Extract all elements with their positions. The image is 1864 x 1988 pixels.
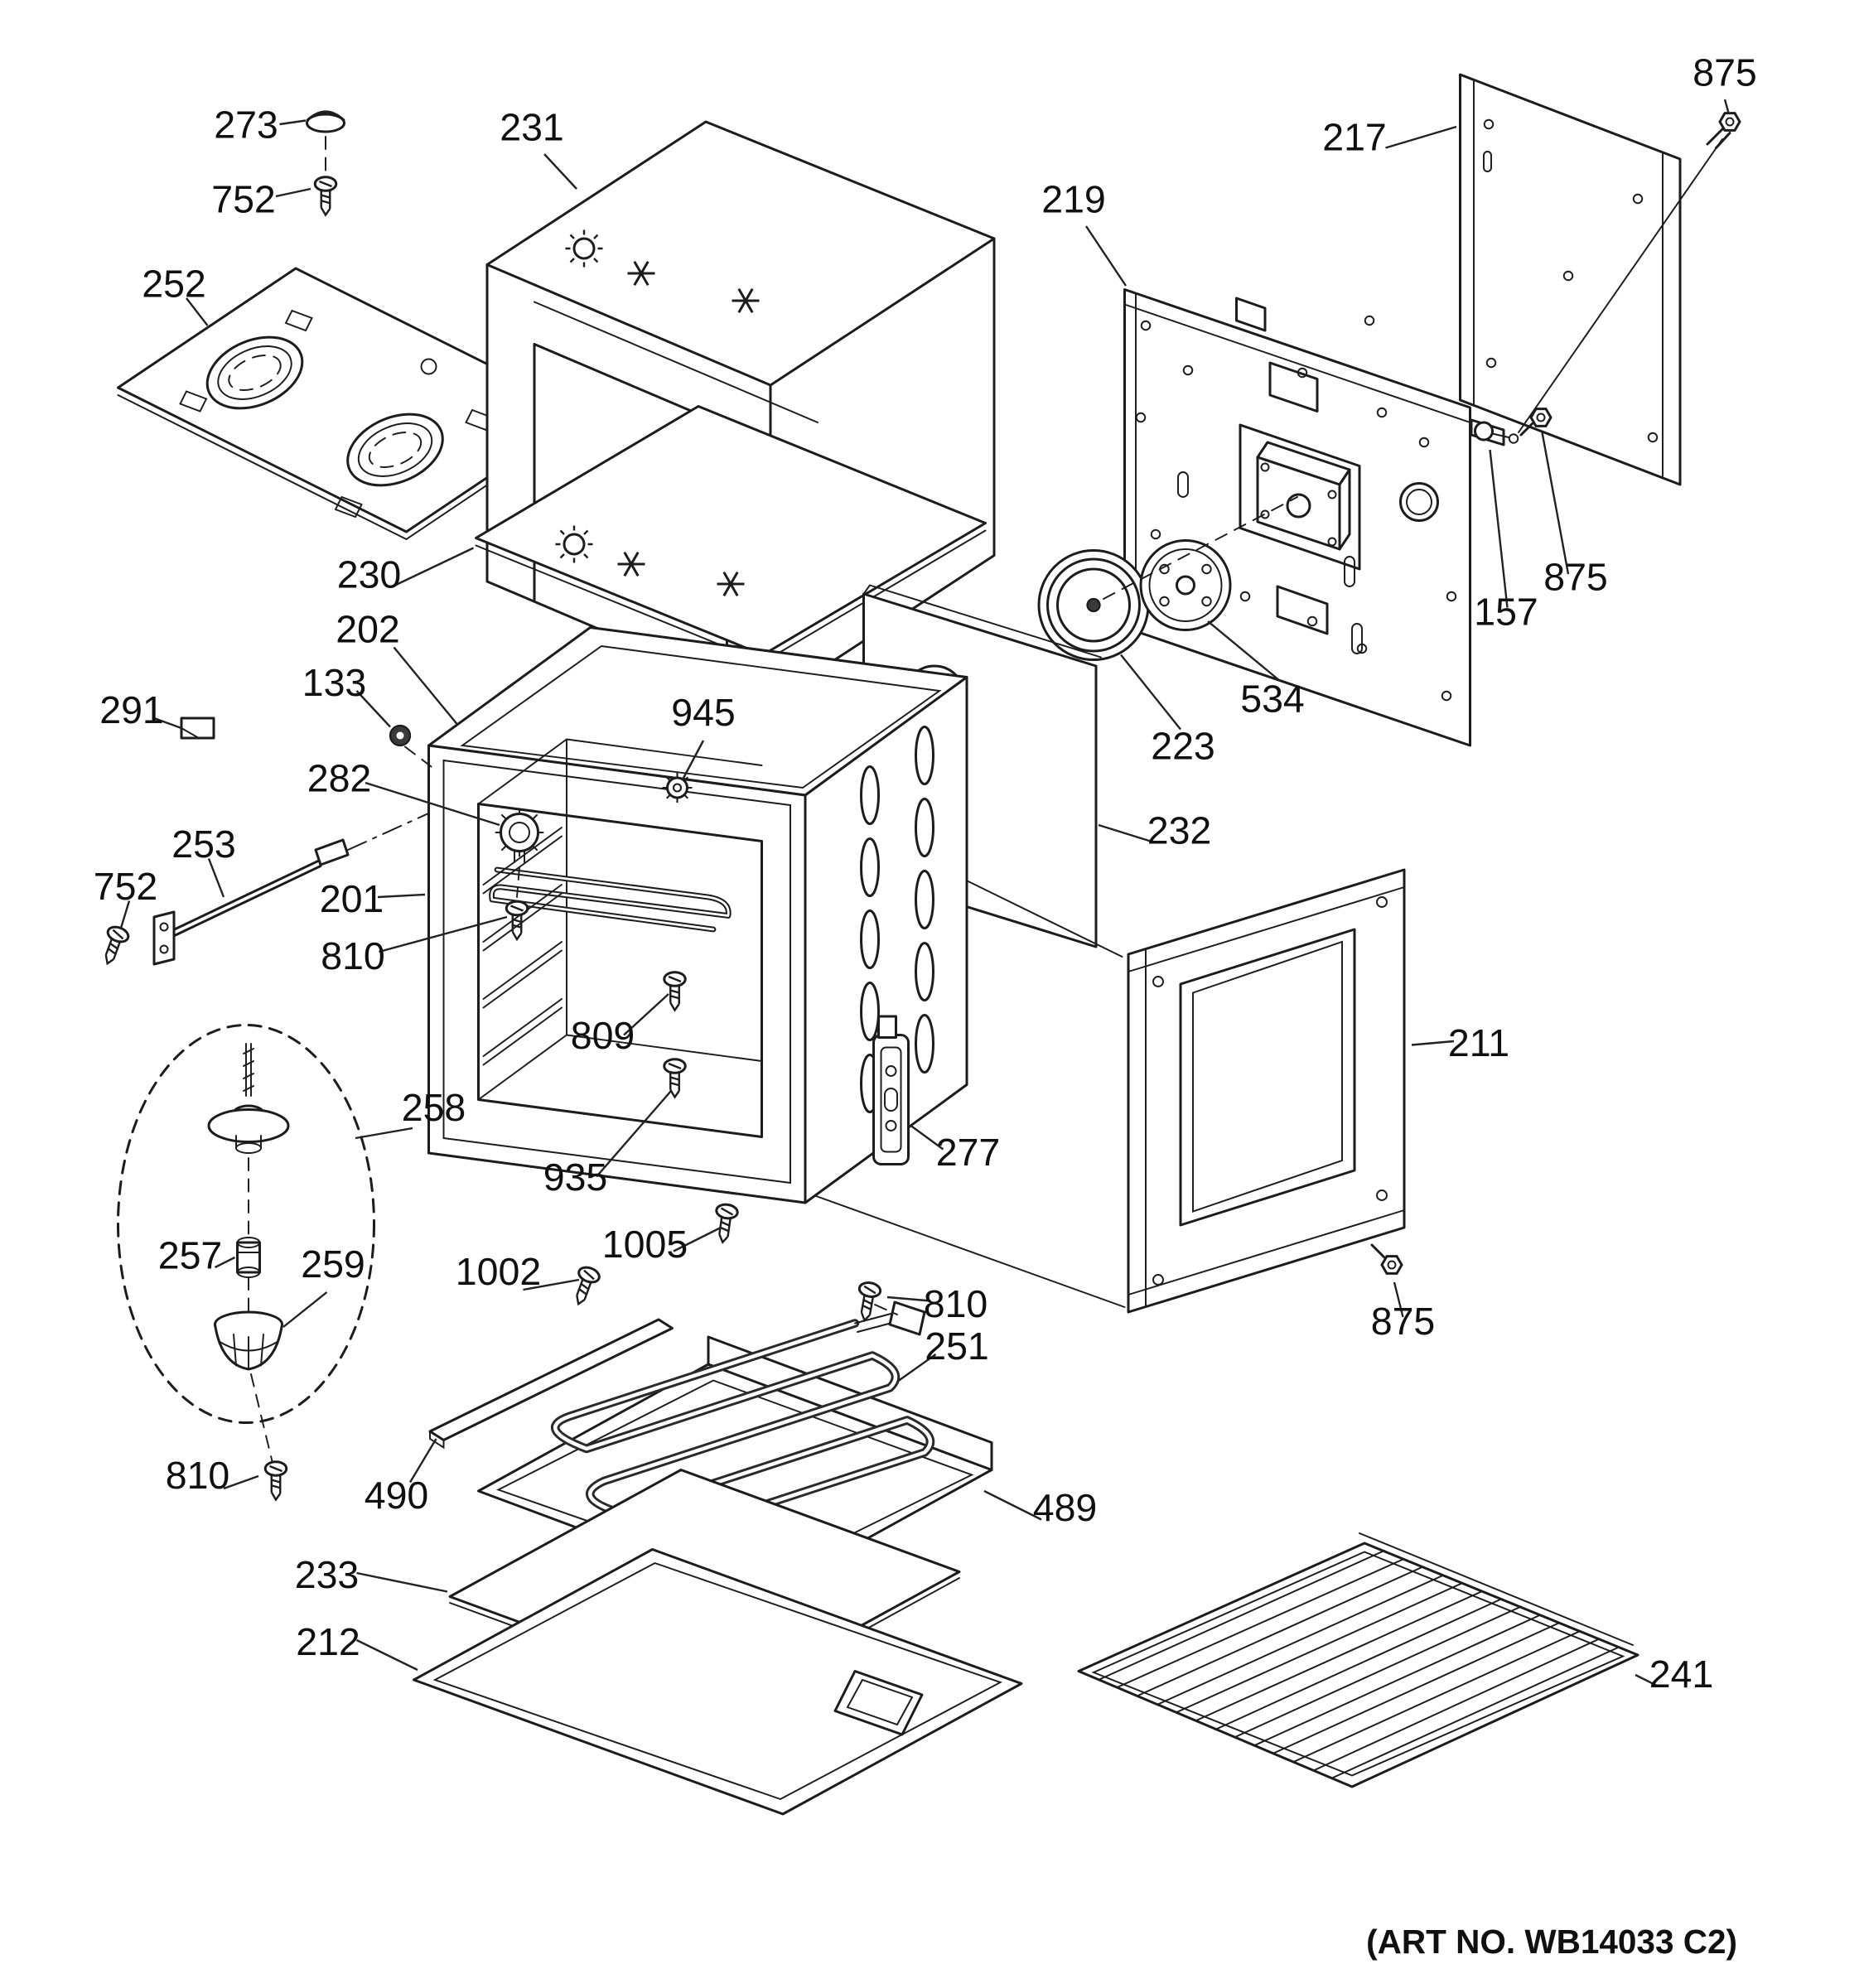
part-side-panel-217 (1459, 73, 1682, 486)
part-motor-shaft-157 (1470, 418, 1519, 446)
part-bolt-875-mid (1519, 408, 1553, 437)
callout-282: 282 (307, 757, 372, 800)
callout-1002: 1002 (456, 1250, 541, 1293)
part-sensor-253 (152, 813, 428, 966)
callout-231: 231 (500, 106, 564, 149)
part-oven-cavity-201 (427, 626, 968, 1204)
callout-257: 257 (158, 1234, 223, 1277)
callout-810-probe: 810 (166, 1454, 230, 1497)
callout-489: 489 (1033, 1486, 1098, 1529)
callout-1005: 1005 (602, 1223, 688, 1266)
part-screw-752-left (96, 923, 132, 969)
callout-212: 212 (296, 1620, 360, 1663)
callout-945: 945 (671, 691, 736, 734)
callout-259: 259 (301, 1242, 365, 1286)
part-basket-259 (214, 1310, 283, 1371)
callout-217: 217 (1322, 116, 1387, 159)
part-bolt-875-door (1370, 1243, 1403, 1275)
callout-810-upper: 810 (321, 934, 385, 977)
leader-lines (119, 99, 1730, 1687)
part-cover-disc-534 (1103, 496, 1298, 631)
callout-534: 534 (1240, 678, 1305, 721)
callout-752-left: 752 (94, 865, 158, 908)
callout-258: 258 (402, 1086, 466, 1129)
callout-752-top: 752 (211, 178, 276, 221)
part-blower-wheel-223 (1037, 549, 1150, 661)
part-probe-kit-258 (117, 1024, 375, 1462)
callout-273: 273 (214, 104, 278, 147)
callout-253: 253 (171, 823, 236, 866)
callout-935: 935 (543, 1156, 608, 1199)
part-cap-273 (306, 110, 345, 133)
callout-809: 809 (571, 1014, 635, 1057)
callout-875-mid: 875 (1543, 556, 1608, 599)
part-screw-1005 (711, 1202, 740, 1245)
part-screw-1002 (567, 1263, 603, 1310)
part-clip-291 (180, 717, 215, 740)
part-bolt-875-top-right (1518, 112, 1741, 433)
part-screw-810-element (852, 1280, 883, 1324)
callout-211: 211 (1448, 1021, 1509, 1064)
part-washer-945 (661, 771, 693, 804)
art-number: (ART NO. WB14033 C2) (1366, 1923, 1737, 1961)
callout-277: 277 (936, 1131, 1001, 1174)
callout-202: 202 (336, 608, 400, 651)
part-receptacle-282 (495, 808, 544, 898)
callout-157: 157 (1474, 591, 1538, 634)
callout-201: 201 (320, 877, 384, 920)
callout-219: 219 (1041, 178, 1106, 221)
part-trim-strip-490 (428, 1318, 674, 1450)
callout-810-element: 810 (924, 1282, 988, 1325)
callout-133: 133 (302, 661, 367, 704)
part-probe-tip-257 (236, 1237, 261, 1278)
part-bottom-panel-212 (413, 1548, 1023, 1816)
part-door-panel-211 (1127, 868, 1406, 1314)
callout-490: 490 (365, 1474, 429, 1517)
part-latch-277 (872, 1015, 910, 1165)
part-oven-rack-241 (1077, 1532, 1639, 1788)
callout-875-door: 875 (1371, 1300, 1436, 1343)
part-screw-752-top (313, 136, 338, 216)
callout-875-top: 875 (1693, 51, 1757, 94)
callout-241: 241 (1649, 1653, 1714, 1696)
callout-232: 232 (1147, 809, 1212, 852)
callout-labels: 273 752 252 231 217 875 219 157 875 534 … (94, 51, 1757, 1696)
callout-291: 291 (99, 688, 164, 731)
part-grommet-133 (389, 724, 432, 768)
callout-233: 233 (295, 1553, 360, 1596)
part-rear-panel-219 (1118, 288, 1471, 747)
callout-223: 223 (1151, 725, 1215, 768)
callout-230: 230 (337, 553, 402, 596)
callout-251: 251 (925, 1325, 989, 1368)
callout-252: 252 (142, 263, 206, 306)
part-screw-810-probe (263, 1460, 288, 1501)
